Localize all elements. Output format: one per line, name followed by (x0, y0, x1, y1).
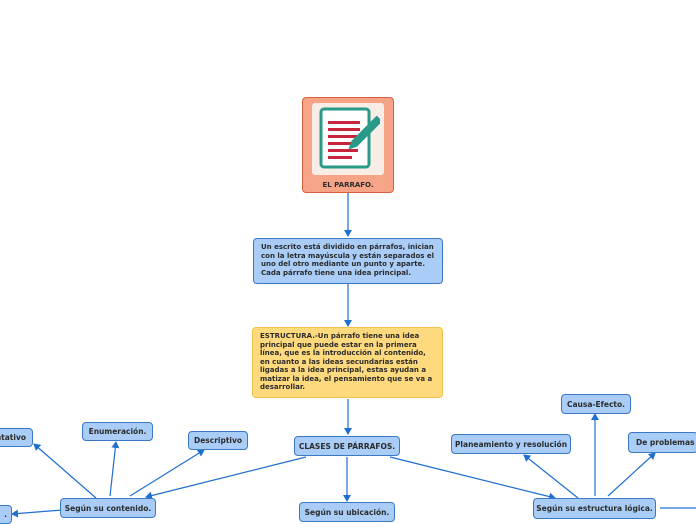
connector (33, 443, 97, 499)
connector (145, 456, 307, 500)
by-location-node[interactable]: Según su ubicación. (299, 502, 395, 522)
content-child-node[interactable]: ntativo (0, 428, 33, 447)
document-pencil-icon (312, 103, 384, 175)
connector (607, 452, 656, 497)
root-node[interactable]: EL PARRAFO. (302, 97, 394, 193)
classes-node[interactable]: CLASES DE PÁRRAFOS. (294, 436, 400, 456)
logic-child-node[interactable]: Causa-Efecto. (561, 394, 631, 414)
connector (523, 454, 579, 499)
connector (389, 456, 556, 501)
definition-node[interactable]: Un escrito está dividido en párrafos, in… (253, 238, 443, 284)
connector (109, 441, 120, 497)
by-content-node[interactable]: Según su contenido. (60, 498, 156, 518)
logic-child-node[interactable]: De problemas (628, 432, 696, 453)
connector (129, 449, 205, 497)
by-logic-node[interactable]: Según su estructura lógica. (533, 498, 656, 519)
root-title: EL PARRAFO. (322, 181, 374, 189)
content-child-node[interactable]: Descriptivo (188, 431, 248, 450)
connector (11, 509, 63, 518)
content-child-node[interactable]: Enumeración. (82, 422, 153, 441)
structure-node[interactable]: ESTRUCTURA.-Un párrafo tiene una idea pr… (252, 327, 443, 398)
content-child-node[interactable]: . (0, 505, 12, 524)
logic-child-node[interactable]: Planeamiento y resolución (451, 434, 571, 454)
